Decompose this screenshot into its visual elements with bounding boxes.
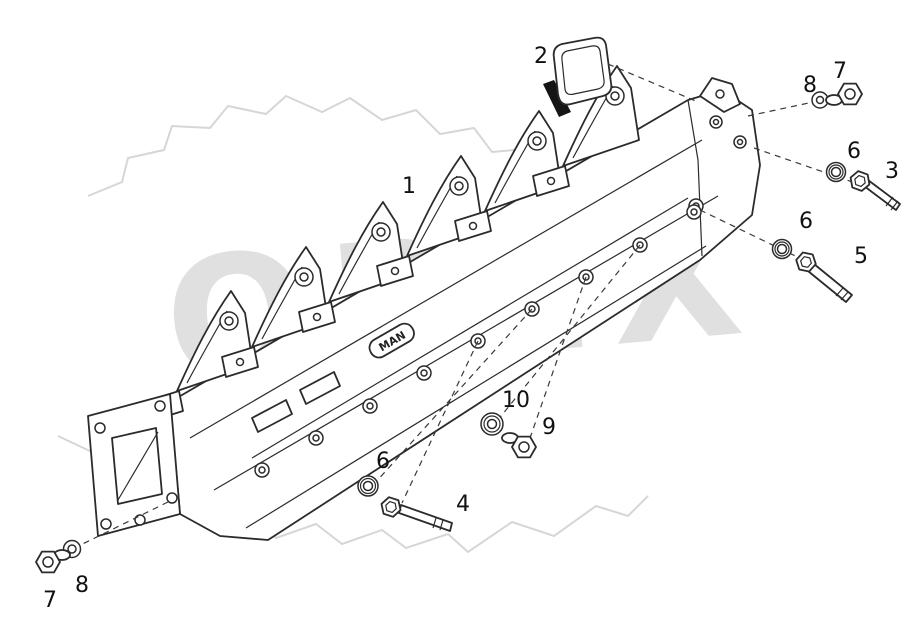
part-labels: 1 2 7 8 6 3 6 5 10 9 6 4 8 7 [43,44,899,613]
gasket [543,36,613,117]
gear-outline-top [87,94,515,197]
bolt-boss [416,365,432,381]
washer-6-lower [357,475,379,497]
part-label-6-bottom: 6 [376,449,390,474]
left-mount-flange [87,393,181,537]
part-label-8-bottom: 8 [75,573,89,598]
bolt-boss [254,462,270,478]
part-label-6-top: 6 [847,139,861,164]
gasket-shadow-mark [543,80,571,117]
leader-lines [49,63,871,561]
part-label-8-top: 8 [803,73,817,98]
part-label-1: 1 [402,174,416,199]
washer-10 [480,412,504,436]
bolt-boss [686,204,702,220]
part-label-9: 9 [542,415,556,440]
nut-6-middle [771,238,793,260]
part-label-5: 5 [854,244,868,269]
bolt-boss [362,398,378,414]
bolt-3 [849,170,901,211]
plug-7-top [825,82,863,106]
washer-8-top [811,91,829,109]
bolt-4 [380,496,453,532]
plug-9 [501,432,537,459]
part-label-2: 2 [534,44,548,69]
fasteners [35,82,901,574]
nut-6-upper [825,161,847,183]
bolt-boss [308,430,324,446]
part-label-10: 10 [502,388,530,413]
part-label-6-mid: 6 [799,209,813,234]
bolt-5 [795,251,853,303]
plug-7-bottom [35,549,71,574]
part-label-4: 4 [456,492,470,517]
part-label-7-top: 7 [833,59,847,84]
part-label-7-bottom: 7 [43,588,57,613]
bolt-boss-row [254,204,702,478]
part-label-3: 3 [885,159,899,184]
